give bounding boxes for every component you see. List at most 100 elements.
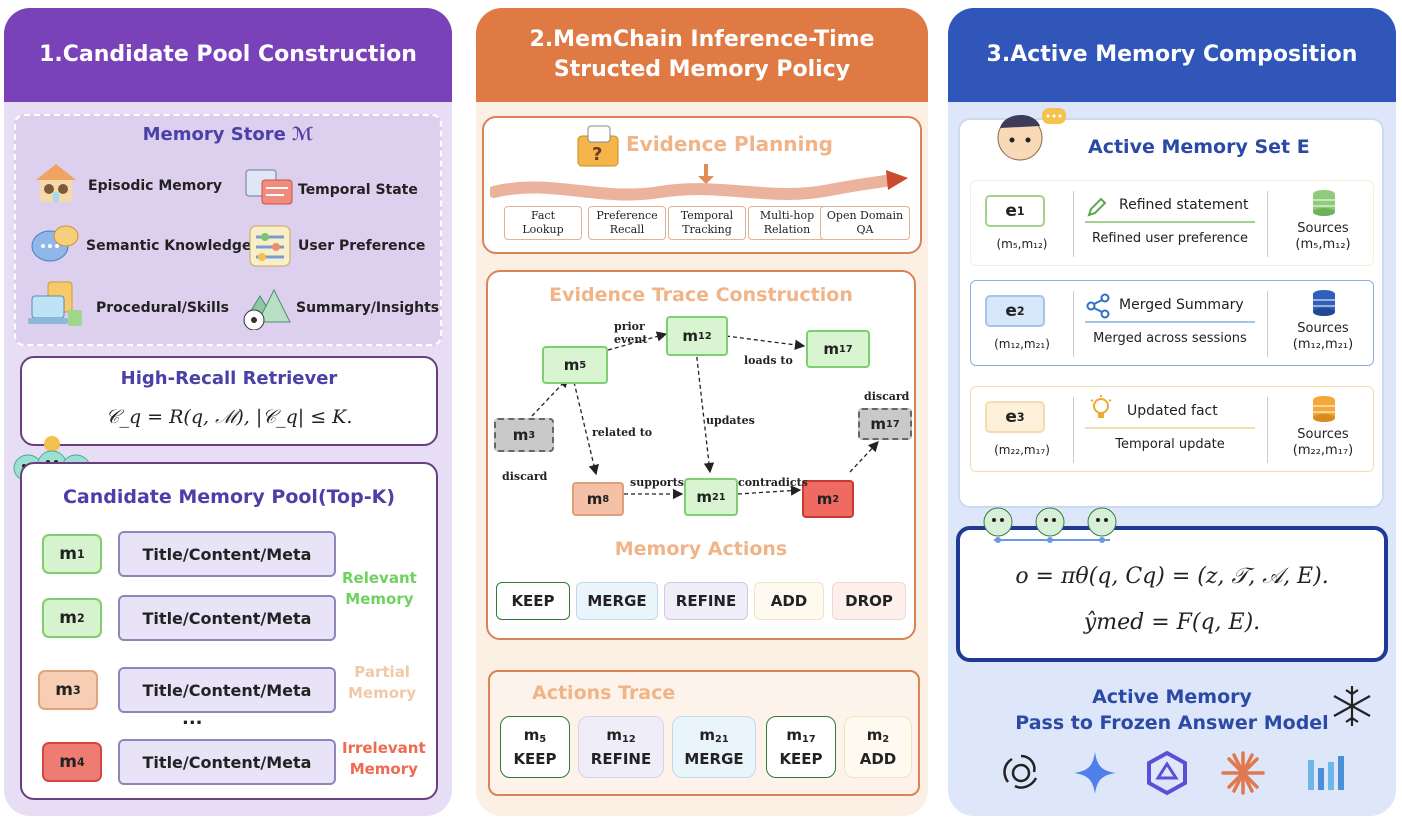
- divider: [1085, 427, 1255, 429]
- high-recall-retriever: High-Recall Retriever 𝒞_q = R(q, ℳ), |𝒞_…: [20, 356, 438, 446]
- planning-wave-arrow: [490, 164, 908, 201]
- evidence-trace-title: Evidence Trace Construction: [549, 284, 853, 306]
- procedural-skills-label: Procedural/Skills: [96, 300, 229, 316]
- e-desc: Merged across sessions: [1093, 331, 1247, 346]
- e-title: Merged Summary: [1119, 297, 1244, 313]
- calendar-clock-icon: [245, 169, 293, 205]
- edge-label-loads-to: loads to: [744, 354, 793, 367]
- summary-insights-label: Summary/Insights: [296, 300, 440, 316]
- evidence-planning-title: Evidence Planning: [626, 132, 833, 156]
- memory-entry: Title/Content/Meta: [118, 531, 336, 577]
- candidate-pool-panel: 1.Candidate Pool Construction Memory Sto…: [4, 8, 452, 816]
- e-sources: Sources(m₂₂,m₁₇): [1292, 427, 1354, 458]
- user-preference-label: User Preference: [298, 238, 426, 254]
- pencil-icon: [1087, 197, 1107, 217]
- e-desc: Refined user preference: [1091, 231, 1249, 246]
- share-icon: [1086, 293, 1110, 319]
- divider: [1073, 291, 1074, 357]
- active-memory-set-title: Active Memory Set E: [1088, 136, 1310, 158]
- policy-equation: o = πθ(q, Cq) = (z, 𝒯, 𝒜, E).: [1015, 564, 1329, 589]
- e-refs: (m₅,m₁₂): [996, 237, 1048, 251]
- folder-question-icon: ?: [577, 125, 619, 167]
- retriever-equation: 𝒞_q = R(q, ℳ), |𝒞_q| ≤ K.: [105, 406, 353, 428]
- refine-button[interactable]: REFINE: [664, 582, 748, 620]
- panel-title: 1.Candidate Pool Construction: [4, 8, 452, 102]
- gemini-sparkle-icon: [1074, 752, 1116, 794]
- divider: [1073, 191, 1074, 257]
- lightbulb-icon: [1090, 395, 1112, 418]
- keep-button[interactable]: KEEP: [496, 582, 570, 620]
- divider: [1267, 291, 1268, 357]
- edge-label-related-to: related to: [592, 426, 653, 439]
- sliders-icon: [249, 225, 291, 267]
- policy-equation-box: o = πθ(q, Cq) = (z, 𝒯, 𝒜, E). ŷmed = F(q…: [956, 507, 1388, 662]
- memory-actions-title: Memory Actions: [614, 538, 788, 560]
- e-refs: (m₂₂,m₁₇): [994, 443, 1050, 457]
- divider: [1073, 397, 1074, 463]
- drop-button[interactable]: DROP: [832, 582, 906, 620]
- trace-edges: [531, 331, 879, 500]
- edge-label-contradicts: contradicts: [738, 476, 808, 489]
- add-button[interactable]: ADD: [754, 582, 824, 620]
- active-memory-panel: 3.Active Memory Composition Active Memor…: [948, 8, 1396, 816]
- divider: [1085, 221, 1255, 223]
- speech-bubbles-icon: [31, 225, 79, 262]
- ellipsis: ...: [182, 708, 203, 729]
- svg-text:?: ?: [592, 144, 602, 165]
- memory-store-title: Memory Store ℳ: [142, 124, 314, 145]
- episodic-memory-label: Episodic Memory: [88, 178, 222, 194]
- semantic-knowledge-label: Semantic Knowledge: [86, 238, 252, 254]
- house-family-icon: [36, 164, 76, 202]
- answer-equation: ŷmed = F(q, E).: [1083, 610, 1261, 635]
- e-sources: Sources(m₁₂,m₂₁): [1292, 321, 1354, 352]
- panel-title: 3.Active Memory Composition: [948, 8, 1396, 102]
- merge-button[interactable]: MERGE: [576, 582, 658, 620]
- divider: [1085, 321, 1255, 323]
- database-icon: [1313, 290, 1335, 316]
- panel-title: 2.MemChain Inference-Time Structed Memor…: [476, 8, 928, 102]
- snowflake-icon: [1333, 686, 1371, 726]
- openai-icon: [1003, 754, 1038, 789]
- bar-logo-icon: [1308, 756, 1344, 790]
- memory-entry: Title/Content/Meta: [118, 739, 336, 785]
- retriever-title: High-Recall Retriever: [120, 368, 338, 389]
- e-desc: Temporal update: [1115, 437, 1225, 452]
- e-refs: (m₁₂,m₂₁): [994, 337, 1050, 351]
- e-sources: Sources(m₅,m₁₂): [1295, 221, 1351, 252]
- edge-label-supports: supports: [630, 476, 684, 489]
- edge-label-discard: discard: [864, 390, 910, 403]
- qwen-icon: [1147, 750, 1187, 796]
- edge-label-discard: discard: [502, 470, 548, 483]
- database-icon: [1313, 396, 1335, 422]
- pool-title: Candidate Memory Pool(Top-K): [62, 486, 396, 508]
- mountain-globe-icon: [243, 288, 291, 330]
